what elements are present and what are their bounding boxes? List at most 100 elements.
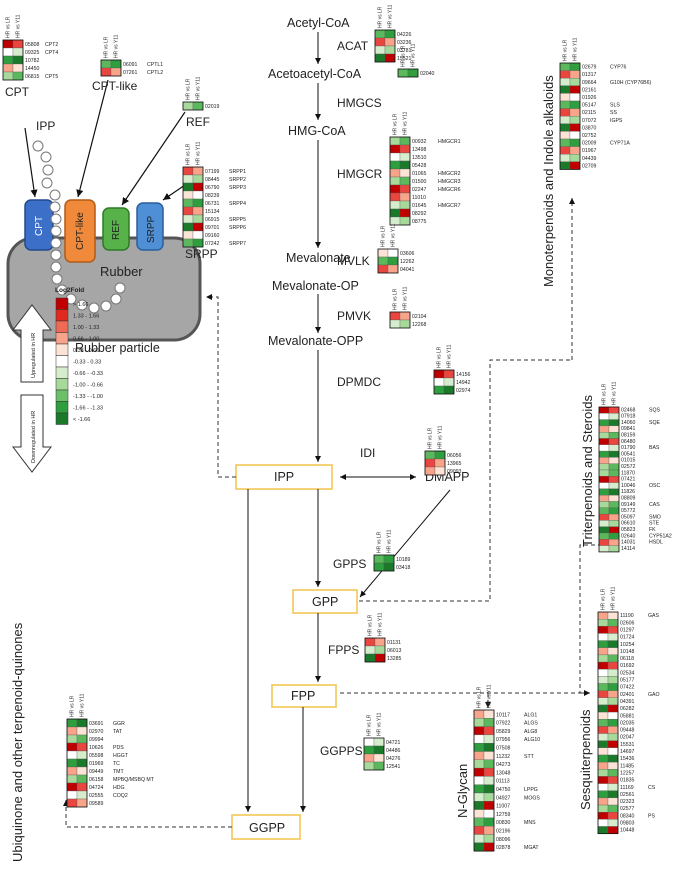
- heatmap-cell: [12, 55, 24, 65]
- heatmap-cell: [2, 39, 14, 49]
- gene-id: 03691: [89, 721, 104, 727]
- gene-id: 04226: [397, 32, 412, 38]
- heatmap-cell: [559, 123, 571, 132]
- heatmap-cell: [182, 222, 194, 232]
- gene-id: 02104: [412, 314, 427, 320]
- gene-name: COQ2: [113, 793, 128, 799]
- heatmap-cell: [399, 136, 411, 146]
- gene-id: 02035: [620, 720, 635, 726]
- gene-id: 07261: [123, 70, 138, 76]
- gene-id: 02679: [582, 65, 597, 71]
- gene-id: 10189: [396, 557, 411, 563]
- heatmap-cell: [607, 797, 619, 806]
- heatmap-cell: [182, 230, 194, 240]
- gene-id: 02970: [89, 729, 104, 735]
- heatmap-cell: [182, 166, 194, 176]
- gene-id: 02009: [582, 141, 597, 147]
- gene-name: SLS: [610, 103, 620, 109]
- column-header: HR vs Y11: [387, 529, 393, 553]
- heatmap-cell: [443, 369, 455, 379]
- gene-id: 11190: [620, 613, 634, 619]
- gene-id: 10448: [620, 828, 635, 834]
- heatmap-cell: [569, 62, 581, 71]
- metabolite-mevalonate: Mevalonate: [286, 251, 351, 265]
- heatmap-cell: [473, 718, 485, 727]
- heatmap-cell: [597, 790, 609, 799]
- gene-id: 11007: [496, 804, 510, 810]
- rubber-particle-label: Rubber particle: [75, 341, 160, 355]
- heatmap-outline: [373, 554, 395, 572]
- gene-id: 05598: [89, 753, 104, 759]
- heatmap-cell: [597, 654, 609, 663]
- column-header: HR vs LR: [601, 588, 607, 610]
- heatmap-cell: [559, 85, 571, 94]
- heatmap-cell: [483, 792, 495, 802]
- heatmap-cell: [374, 29, 386, 39]
- heatmap-outline: [597, 611, 619, 835]
- fpp-box: [271, 684, 337, 708]
- heatmap-cell: [66, 774, 78, 784]
- gene-id: 14060: [621, 420, 636, 426]
- heatmap-cell: [100, 67, 112, 77]
- gene-id: 09449: [89, 769, 104, 775]
- column-header: HR vs Y11: [114, 34, 120, 58]
- heatmap-cell: [598, 532, 610, 540]
- heatmap-cell: [559, 70, 571, 79]
- heatmap-cell: [66, 766, 78, 776]
- gene-id: 04439: [582, 156, 597, 162]
- heatmap-cell: [377, 264, 389, 274]
- heatmap-cell: [607, 776, 619, 784]
- heatmap-cell: [383, 562, 395, 572]
- gene-name: SRPP6: [229, 225, 246, 231]
- metabolite-mevalonate-opp: Mevalonate-OPP: [268, 334, 363, 348]
- heatmap-cell: [597, 754, 609, 763]
- gene-id: 12257: [620, 770, 635, 776]
- heatmap-cell: [597, 669, 609, 677]
- gene-id: 09664: [582, 80, 597, 86]
- heatmap-cell: [608, 501, 620, 508]
- column-header: HR vs LR: [378, 6, 384, 28]
- heatmap-cell: [483, 751, 495, 760]
- heatmap-cell: [597, 762, 609, 770]
- column-header: HR vs Y11: [403, 286, 409, 310]
- heatmap-cell: [559, 146, 571, 155]
- heatmap-cell: [607, 762, 619, 770]
- gene-id: 08340: [620, 813, 635, 819]
- gene-id: 02572: [621, 464, 636, 470]
- heatmap-cell: [569, 131, 581, 140]
- heatmap-cell: [66, 726, 78, 736]
- heatmap-cell: [399, 192, 411, 202]
- gene-name: CPT5: [45, 74, 58, 80]
- gene-id: 02561: [620, 792, 635, 798]
- column-header: HR vs LR: [563, 39, 569, 61]
- gene-id: 00932: [412, 139, 427, 145]
- heatmap-cell: [598, 501, 610, 508]
- heatmap-cell: [473, 726, 485, 736]
- heatmap-cell: [597, 783, 609, 791]
- heatmap-cell: [598, 488, 610, 496]
- gene-id: 10046: [621, 483, 636, 489]
- gene-id: 10254: [620, 642, 635, 648]
- gene-name: FK: [649, 527, 656, 533]
- gene-id: 08292: [412, 211, 427, 217]
- legend-bin-label: 1.33 - 1.66: [73, 314, 99, 320]
- heatmap-cell: [598, 476, 610, 483]
- gene-id: 08096: [496, 837, 511, 843]
- heatmap-cell: [483, 734, 495, 744]
- gene-name: BAS: [649, 445, 660, 451]
- gene-id: 02196: [496, 829, 511, 835]
- legend: Log2Fold Upregulated in HR Downregulated…: [11, 287, 103, 473]
- gene-id: 07072: [582, 118, 597, 124]
- legend-bins: > 1.661.33 - 1.661.00 - 1.330.66 - 1.000…: [55, 297, 103, 425]
- gene-id: 01317: [582, 72, 597, 78]
- heatmap-cell: [473, 743, 485, 752]
- gene-id: 08159: [621, 433, 636, 439]
- heatmap-cell: [597, 819, 609, 827]
- gpp-box: [292, 589, 358, 614]
- heatmap-cell: [607, 704, 619, 713]
- gene-id: 08809: [621, 496, 636, 502]
- heatmap-cell: [374, 653, 386, 663]
